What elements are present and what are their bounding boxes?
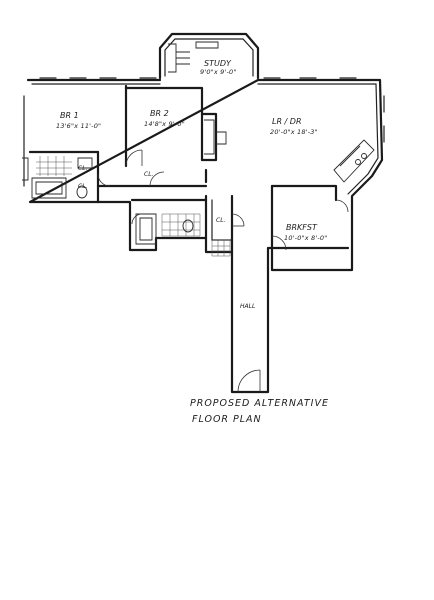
br1-name: BR 1 bbox=[60, 111, 79, 120]
closet-label-c: CL. bbox=[216, 217, 226, 224]
study-bay bbox=[158, 32, 260, 80]
study-name: STUDY bbox=[204, 59, 232, 68]
br1-dims: 13'6"x 11'-0" bbox=[56, 122, 101, 130]
brkfst-dims: 10'-0"x 8'-0" bbox=[284, 234, 327, 242]
closet-label-a: CL. bbox=[78, 165, 88, 172]
fireplace bbox=[204, 119, 227, 155]
closet-label-d: CL. bbox=[78, 183, 88, 190]
lr-dr-dims: 20'-0"x 18'-3" bbox=[270, 128, 318, 136]
room-labels: BR 1 13'6"x 11'-0" BR 2 14'8"x 9'-0" STU… bbox=[56, 59, 327, 310]
bathroom-1 bbox=[22, 156, 93, 199]
study-dims: 9'0"x 9'-0" bbox=[200, 68, 237, 76]
br2-dims: 14'8"x 9'-0" bbox=[144, 120, 185, 128]
lr-dr-name: LR / DR bbox=[272, 117, 302, 126]
interior-walls bbox=[28, 84, 350, 254]
br2-name: BR 2 bbox=[150, 109, 169, 118]
hall-tile bbox=[211, 239, 231, 257]
closet-label-b: CL. bbox=[144, 171, 154, 178]
windows bbox=[39, 77, 385, 143]
bathroom-2 bbox=[135, 213, 201, 245]
doors bbox=[97, 149, 349, 393]
kitchen-counter bbox=[333, 139, 375, 183]
caption-line-2: FLOOR PLAN bbox=[192, 414, 262, 425]
brkfst-name: BRKFST bbox=[286, 223, 318, 232]
outer-walls bbox=[23, 78, 384, 394]
caption-line-1: PROPOSED ALTERNATIVE bbox=[190, 398, 329, 409]
hall-name: HALL bbox=[240, 303, 255, 310]
plan-caption: PROPOSED ALTERNATIVE FLOOR PLAN bbox=[190, 398, 329, 425]
